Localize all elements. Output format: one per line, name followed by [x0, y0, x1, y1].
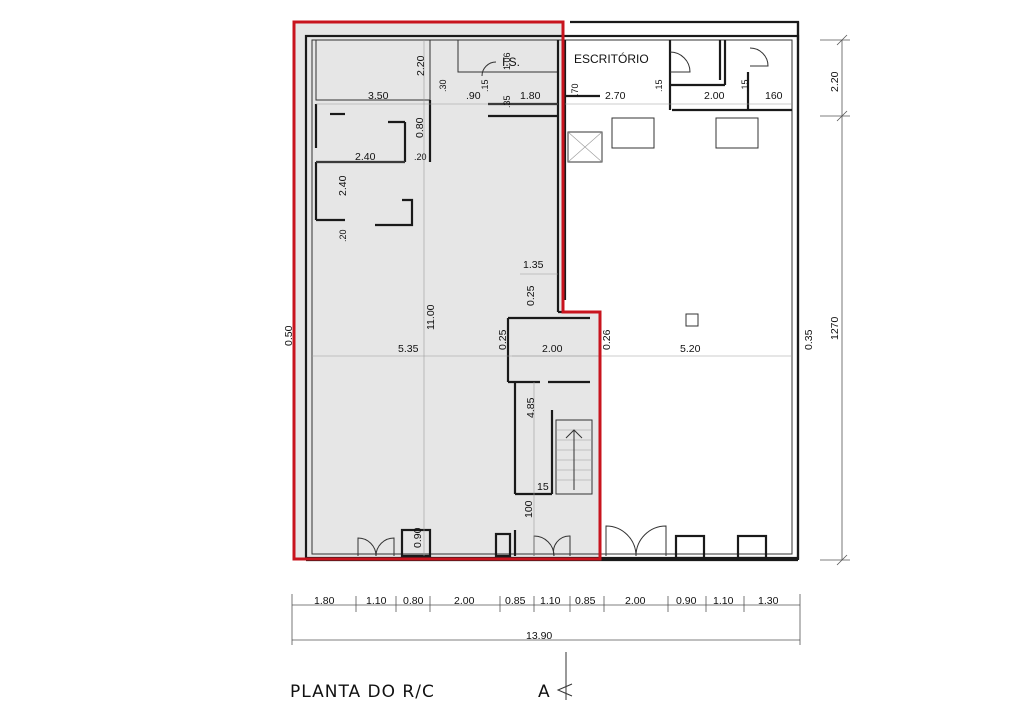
dim-label: 1.06 — [502, 52, 512, 70]
dim-label: 11.00 — [425, 304, 437, 330]
dim-label: 2.70 — [605, 90, 626, 102]
dim-label: 1.35 — [523, 259, 544, 271]
dim-label: 0.80 — [414, 117, 426, 138]
dim-label: 5.35 — [398, 343, 419, 355]
dim-label: .35 — [502, 95, 512, 108]
dim-label: 2.40 — [337, 175, 349, 196]
section-marker-label: A — [538, 682, 551, 702]
dim-label-bottom: 1.10 — [366, 595, 387, 607]
dim-label: 15 — [537, 481, 549, 493]
dim-label: 0.25 — [525, 285, 537, 306]
dim-label: .90 — [466, 90, 481, 102]
dim-label: .70 — [570, 83, 580, 96]
dim-label-bottom: 1.10 — [540, 595, 561, 607]
dim-label-bottom: 2.00 — [454, 595, 475, 607]
dim-label: .20 — [338, 229, 348, 242]
room-label-office: ESCRITÓRIO — [574, 51, 649, 66]
dim-label: .15 — [654, 79, 664, 92]
dim-label: 3.50 — [368, 90, 389, 102]
right-unit-walls — [563, 40, 792, 560]
dim-label: 0.90 — [412, 527, 424, 548]
dim-label: 0.35 — [803, 329, 815, 350]
highlighted-unit-border — [292, 20, 602, 561]
dim-label-bottom: 0.85 — [505, 595, 526, 607]
bottom-dimension-labels: 1.80 1.10 0.80 2.00 0.85 1.10 0.85 2.00 … — [314, 595, 779, 642]
dim-label: 0.26 — [601, 329, 613, 350]
dim-label-bottom: 1.30 — [758, 595, 779, 607]
dim-label: 4.85 — [525, 397, 537, 418]
dim-label: 2.00 — [704, 90, 725, 102]
dim-label: .30 — [438, 79, 448, 92]
dim-label: 160 — [765, 90, 783, 102]
right-dimension-labels: 2.20 1270 — [829, 71, 841, 340]
dim-label: .15 — [480, 79, 490, 92]
dim-label-bottom: 1.10 — [713, 595, 734, 607]
dim-label-bottom: 2.00 — [625, 595, 646, 607]
inner-dimension-labels: 3.50 2.20 .30 .90 .15 1.06 .35 1.80 .70 … — [283, 52, 815, 548]
dim-label-right-top: 2.20 — [829, 71, 841, 92]
room-label-is: I.S. — [502, 55, 520, 69]
dim-label: 5.20 — [680, 343, 701, 355]
dim-label-bottom: 0.90 — [676, 595, 697, 607]
dim-label: 1.80 — [520, 90, 541, 102]
dim-label-right-total: 1270 — [829, 316, 841, 340]
bottom-dimension-chain — [291, 594, 801, 645]
dim-label: .15 — [740, 79, 750, 92]
dim-label: 100 — [523, 500, 535, 518]
highlighted-unit-fill — [294, 22, 600, 559]
dim-label: .20 — [414, 152, 427, 162]
right-dimension-chain — [820, 34, 850, 566]
dim-label: 0.25 — [497, 329, 509, 350]
section-marker-arrow — [556, 652, 573, 700]
dim-label-total: 13.90 — [526, 630, 552, 642]
staircase — [555, 419, 593, 495]
dim-label-left-total: 0.50 — [283, 325, 295, 346]
plan-title: PLANTA DO R/C — [290, 682, 435, 702]
dim-label-bottom: 0.80 — [403, 595, 424, 607]
dim-label-bottom: 0.85 — [575, 595, 596, 607]
doors — [357, 47, 769, 557]
dim-label: 2.00 — [542, 343, 563, 355]
room-labels: I.S. ESCRITÓRIO — [502, 51, 649, 69]
dim-label: 2.20 — [415, 55, 427, 76]
internal-dimension-lines — [312, 40, 792, 556]
dim-label-bottom: 1.80 — [314, 595, 335, 607]
dim-label: 2.40 — [355, 151, 376, 163]
